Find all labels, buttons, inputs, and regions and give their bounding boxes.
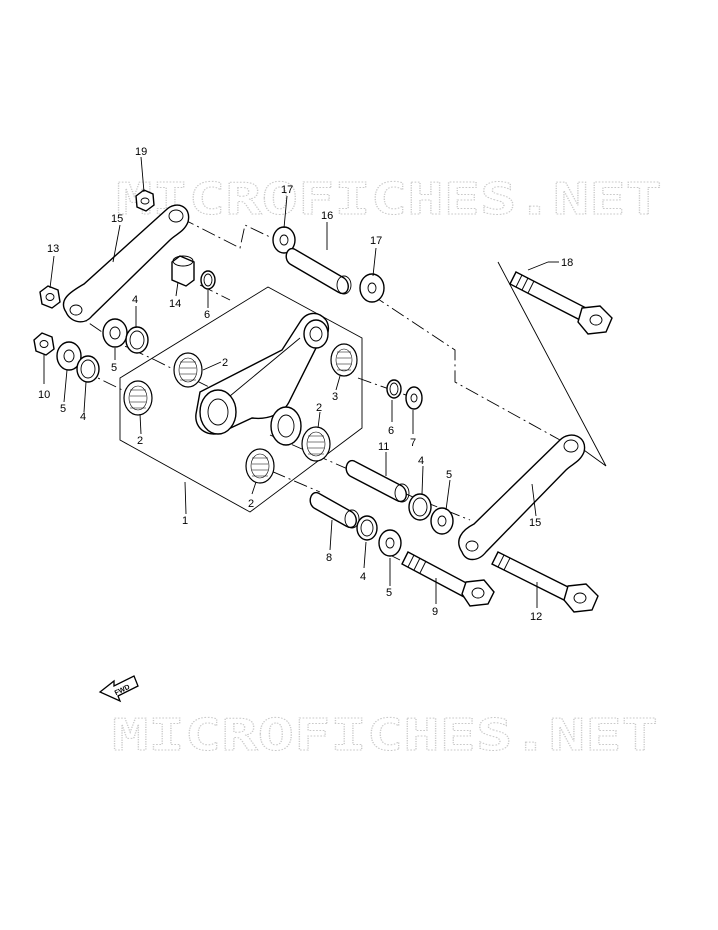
seal-4-right-lower: [356, 515, 378, 541]
ring-6-upper: [200, 270, 216, 290]
callout-6-upper: 6: [204, 309, 210, 321]
seal-4-right-upper: [408, 493, 432, 521]
collar-14: [171, 255, 195, 287]
callouts: 19 15 13 17 16 17 18 4 14 6 5 2 3 10 5 4…: [38, 146, 573, 623]
callout-17-upper: 17: [281, 184, 293, 196]
seal-4-upper: [125, 326, 149, 354]
washer-17-upper: [272, 226, 296, 254]
callout-5-left: 5: [60, 403, 66, 415]
callout-2-b: 2: [137, 435, 143, 447]
seal-4-left: [76, 355, 100, 383]
callout-8: 8: [326, 552, 332, 564]
link-plate-15-upper: [62, 204, 190, 323]
callout-5-upper: 5: [111, 362, 117, 374]
washer-5-upper: [102, 318, 128, 348]
bolt-9: [401, 551, 495, 607]
callout-18: 18: [561, 257, 573, 269]
callout-15-lower: 15: [529, 517, 541, 529]
washer-5-left: [56, 341, 82, 371]
callout-4-left: 4: [80, 411, 86, 423]
assembly-box-outline: [119, 286, 363, 513]
bearing-2-b: [123, 380, 153, 416]
callout-1: 1: [182, 515, 188, 527]
bearing-3: [330, 343, 358, 377]
watermark-bottom: MICROFICHES.NET: [112, 710, 658, 761]
callout-4-right-lower: 4: [360, 571, 366, 583]
watermark-top: MICROFICHES.NET: [116, 174, 662, 225]
callout-17-lower: 17: [370, 235, 382, 247]
bearing-2-a: [173, 352, 203, 388]
callout-14: 14: [169, 298, 181, 310]
callout-9: 9: [432, 606, 438, 618]
washer-7: [405, 386, 423, 410]
callout-12: 12: [530, 611, 542, 623]
nut-10: [33, 332, 55, 356]
bolt-18: [509, 271, 613, 335]
spacer-8: [309, 491, 360, 529]
callout-3: 3: [332, 391, 338, 403]
ring-6-right: [386, 379, 402, 399]
callout-6-right: 6: [388, 425, 394, 437]
callout-5-right-upper: 5: [446, 469, 452, 481]
callout-4-upper: 4: [132, 294, 138, 306]
callout-15-upper: 15: [111, 213, 123, 225]
callout-7: 7: [410, 437, 416, 449]
washer-5-right-lower: [378, 529, 402, 557]
bearing-2-c: [245, 448, 275, 484]
spacer-16: [285, 247, 352, 295]
spacer-11: [345, 459, 410, 503]
nut-13: [39, 285, 61, 309]
washer-17-lower: [359, 273, 385, 303]
link-plate-15-lower: [458, 434, 586, 561]
callout-10: 10: [38, 389, 50, 401]
washer-5-right-upper: [430, 507, 454, 535]
callout-2-a: 2: [222, 357, 228, 369]
callout-2-d: 2: [316, 402, 322, 414]
bearing-2-d: [301, 426, 331, 462]
callout-5-right-lower: 5: [386, 587, 392, 599]
rocker-arm-1: [195, 312, 330, 446]
bolt-12: [491, 551, 599, 613]
callout-16: 16: [321, 210, 333, 222]
fwd-arrow-icon: FWD: [98, 675, 139, 703]
callout-19: 19: [135, 146, 147, 158]
leader-lines: [43, 156, 559, 608]
nut-19: [135, 189, 155, 212]
callout-4-right-upper: 4: [418, 455, 424, 467]
callout-13: 13: [47, 243, 59, 255]
callout-11: 11: [378, 441, 389, 453]
callout-2-c: 2: [248, 498, 254, 510]
